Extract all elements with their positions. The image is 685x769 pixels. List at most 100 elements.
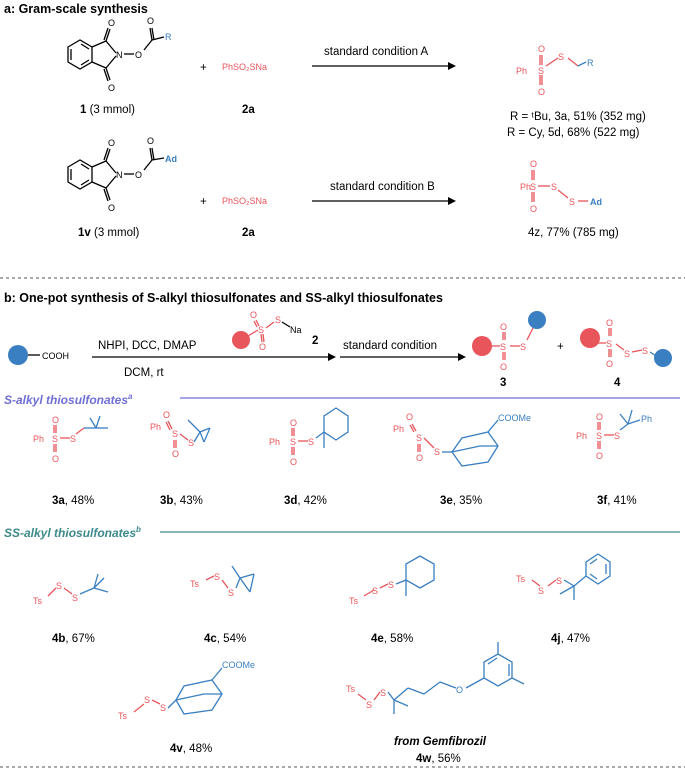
tosyl-label: Ts [346, 684, 356, 694]
plus-sign: + [557, 341, 564, 353]
atom-o: O [530, 159, 537, 169]
atom-s: S [614, 431, 620, 441]
atom-n: N [116, 170, 123, 180]
atom-s: S [624, 349, 630, 359]
atom-o: O [259, 342, 266, 352]
yield: , 42% [297, 495, 326, 507]
reagents-line-1: NHPI, DCC, DMAP [98, 340, 197, 352]
product-4v-label: 4v, 48% [170, 743, 212, 755]
reactant-1v-structure [67, 147, 165, 202]
atom-s: S [530, 182, 536, 192]
reactant-1v-label: 1v (3 mmol) [78, 227, 140, 239]
compound-number: 1v [78, 227, 91, 239]
phenyl-label: Ph [516, 66, 527, 76]
tosyl-label: Ts [118, 711, 128, 721]
atom-s: S [642, 346, 648, 356]
product-3d-label: 3d, 42% [284, 495, 327, 507]
atom-s: S [500, 342, 506, 352]
atom-o: O [108, 138, 115, 148]
yield: , 48% [65, 495, 94, 507]
atom-o: O [172, 449, 179, 459]
ss-alkyl-header-text: SS-alkyl thiosulfonates [4, 526, 136, 540]
product-3b-label: 3b, 43% [160, 495, 203, 507]
reagent-2-label: 2 [312, 335, 318, 347]
product-3-structure [492, 327, 534, 360]
product-4z-structure [531, 170, 588, 202]
atom-s: S [551, 182, 557, 192]
atom-s: S [556, 576, 562, 586]
atom-o: O [456, 685, 463, 695]
atom-s: S [366, 700, 372, 710]
section-b-title: b: One-pot synthesis of S-alkyl thiosulf… [4, 291, 443, 305]
atom-o: O [108, 203, 115, 213]
condition-b: standard condition B [330, 181, 435, 193]
footnote-a: a [128, 392, 133, 401]
atom-s: S [52, 434, 58, 444]
atom-s: S [70, 434, 76, 444]
product-4e-structure [363, 555, 435, 597]
amount: (3 mmol) [86, 104, 135, 116]
tosyl-label: Ts [33, 596, 43, 606]
atom-o: O [147, 136, 154, 146]
compound-number: 4w [416, 753, 431, 765]
product-3f-structure [597, 409, 641, 449]
ester-label: COOMe [222, 660, 255, 670]
atom-s: S [520, 342, 526, 352]
compound-number: 3f [597, 495, 607, 507]
atom-s: S [258, 325, 264, 335]
reagent-2-structure [247, 319, 291, 343]
atom-o: O [108, 18, 115, 28]
adamantyl-label: Ad [590, 197, 602, 207]
product-4j-structure [531, 553, 611, 600]
product-3b-structure [165, 419, 211, 448]
product-4c-label: 4c, 54% [204, 633, 246, 645]
r-group-label: R [165, 32, 172, 42]
product-3a-structure [539, 55, 587, 85]
alkyl-group-circle [8, 345, 28, 365]
gemfibrozil-note: from Gemfibrozil [394, 736, 487, 748]
arrowhead [448, 197, 456, 205]
plus-sign: + [200, 196, 207, 208]
product-4v-structure [133, 667, 223, 715]
atom-o: O [108, 83, 115, 93]
amount: (3 mmol) [91, 227, 140, 239]
yield: , 56% [431, 753, 460, 765]
phenyl-label: Ph [576, 431, 587, 441]
product-4c-structure [205, 565, 255, 593]
phenyl-label: Ph [269, 437, 280, 447]
compound-number: 4b [52, 633, 65, 645]
atom-s: S [372, 586, 378, 596]
product-3f-label: 3f, 41% [597, 495, 637, 507]
compound-number: 4v [170, 743, 183, 755]
standard-condition: standard condition [343, 340, 437, 352]
reagent-2a-label: 2a [242, 227, 255, 239]
atom-o: O [530, 204, 537, 214]
reagent-2a: PhSO₂SNa [222, 62, 267, 72]
compound-number: 3a [52, 495, 65, 507]
atom-o: O [606, 359, 613, 369]
tosyl-label: Ts [349, 596, 359, 606]
atom-s: S [160, 703, 166, 713]
result-4z: 4z, 77% (785 mg) [528, 227, 619, 239]
atom-s: S [538, 66, 544, 76]
atom-s: S [214, 572, 220, 582]
atom-s: S [308, 437, 314, 447]
aryl-group-circle [472, 336, 492, 356]
atom-o: O [416, 453, 423, 463]
atom-s: S [290, 437, 296, 447]
atom-o: O [250, 310, 257, 320]
atom-o: O [290, 418, 297, 428]
product-3d-structure [291, 407, 349, 455]
product-3e-label: 3e, 35% [440, 495, 482, 507]
phenyl-label: Ph [520, 182, 531, 192]
product-4w-structure [357, 642, 525, 714]
atom-s: S [380, 688, 386, 698]
atom-o: O [52, 454, 59, 464]
atom-s: S [558, 52, 564, 62]
ss-alkyl-header: SS-alkyl thiosulfonatesb [4, 525, 141, 540]
product-4j-label: 4j, 47% [551, 633, 590, 645]
atom-s: S [56, 581, 62, 591]
yield: , 58% [384, 633, 413, 645]
product-4w-label: 4w, 56% [416, 753, 461, 765]
reagents-line-2: DCM, rt [124, 367, 164, 379]
